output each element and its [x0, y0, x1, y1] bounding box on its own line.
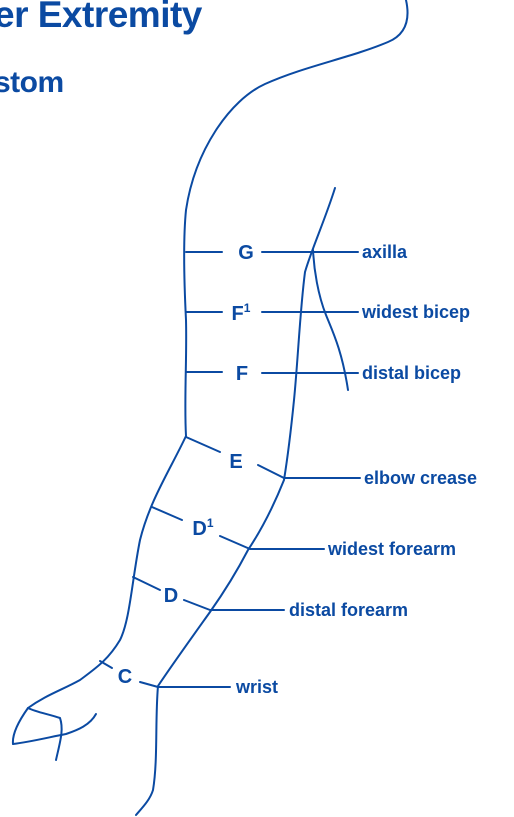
- tick-e: [186, 437, 220, 452]
- code-g: G: [238, 242, 254, 264]
- code-f1: F1: [232, 301, 251, 325]
- site-label-wrist: wrist: [235, 677, 278, 697]
- leader-elbow-crease: [258, 465, 360, 478]
- tick-d: [133, 577, 160, 590]
- tick-d1: [152, 507, 182, 520]
- site-label-widest-bicep: widest bicep: [361, 302, 470, 322]
- code-e: E: [229, 451, 242, 473]
- site-label-axilla: axilla: [362, 242, 408, 262]
- code-c: C: [118, 666, 132, 688]
- code-d: D: [164, 585, 178, 607]
- site-label-elbow-crease: elbow crease: [364, 468, 477, 488]
- hand-lower-edge: [13, 714, 96, 744]
- thumb-outline: [28, 708, 62, 760]
- site-label-distal-bicep: distal bicep: [362, 363, 461, 383]
- leader-wrist: [140, 682, 230, 687]
- leader-widest-forearm: [220, 536, 324, 549]
- site-label-widest-forearm: widest forearm: [327, 539, 456, 559]
- bicep-contour: [313, 250, 348, 390]
- tick-c: [100, 661, 112, 668]
- code-f: F: [236, 363, 248, 385]
- leader-distal-forearm: [184, 600, 284, 610]
- arm-inner-edge: [136, 188, 335, 815]
- code-d1: D1: [192, 516, 213, 540]
- site-label-distal-forearm: distal forearm: [289, 600, 408, 620]
